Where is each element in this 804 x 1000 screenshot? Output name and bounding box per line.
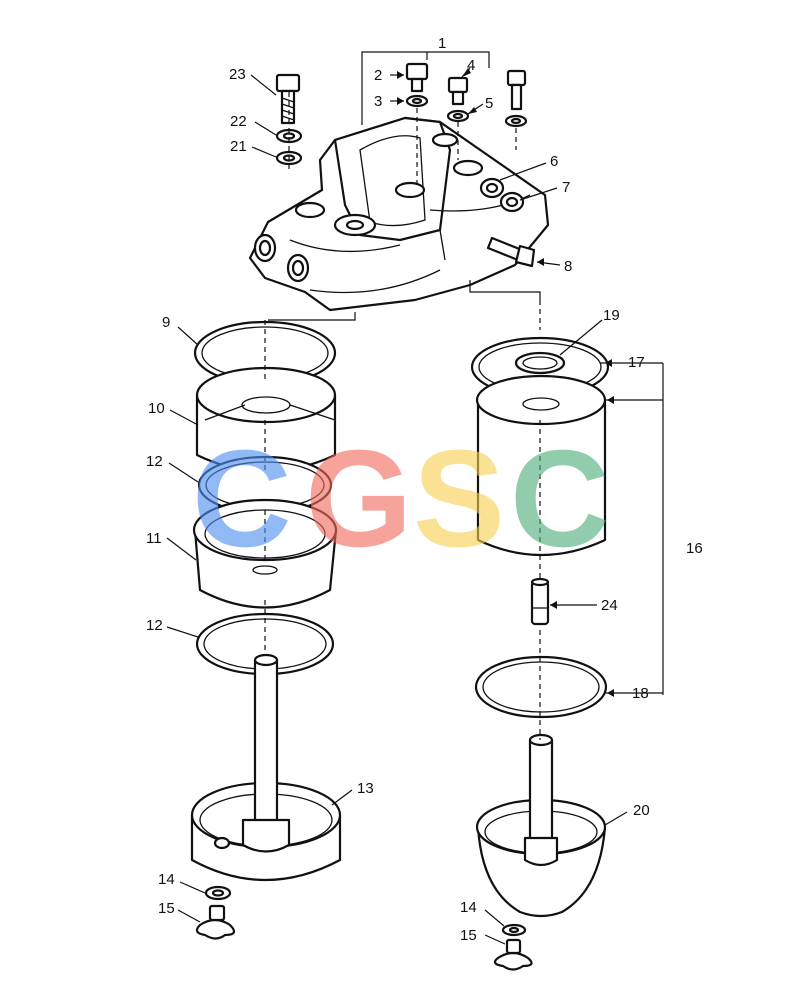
seal-ring-18 <box>474 655 608 719</box>
callout-23: 23 <box>229 66 246 83</box>
callout-6: 6 <box>550 153 558 170</box>
callout-2: 2 <box>374 67 382 84</box>
base-13 <box>190 653 342 881</box>
callout-20: 20 <box>633 802 650 819</box>
watermark-letter-3: S <box>413 422 505 576</box>
base-20 <box>475 733 607 918</box>
washer-14-right <box>501 923 527 937</box>
watermark-letter-4: C <box>510 422 610 576</box>
callout-21: 21 <box>230 138 247 155</box>
washer-5 <box>446 109 470 123</box>
drain-plug-15-left <box>195 904 236 940</box>
leader-arrowheads <box>397 68 614 697</box>
callout-18: 18 <box>632 685 649 702</box>
callout-13: 13 <box>357 780 374 797</box>
bolt-1-extra <box>504 69 528 128</box>
callout-labels: 1 2 3 4 5 6 7 8 9 10 12 11 12 13 14 15 1… <box>146 35 703 944</box>
callout-14-right: 14 <box>460 899 477 916</box>
callout-24: 24 <box>601 597 618 614</box>
callout-12-upper: 12 <box>146 453 163 470</box>
callout-17: 17 <box>628 354 645 371</box>
callout-7: 7 <box>562 179 570 196</box>
callout-11: 11 <box>146 530 162 547</box>
callout-12-lower: 12 <box>146 617 163 634</box>
seal-19 <box>514 351 566 375</box>
callout-19: 19 <box>603 307 620 324</box>
drain-plug-15-right <box>493 938 533 971</box>
watermark-letter-1: C <box>192 422 292 576</box>
filter-element-10 <box>195 366 337 473</box>
filter-head <box>248 116 550 312</box>
bolt-23 <box>275 73 301 125</box>
washer-3 <box>405 94 429 108</box>
cgsc-watermark: C G S C <box>192 422 610 576</box>
callout-3: 3 <box>374 93 382 110</box>
callout-22: 22 <box>230 113 247 130</box>
washer-14-left <box>204 885 232 901</box>
callout-10: 10 <box>148 400 165 417</box>
callout-5: 5 <box>485 95 493 112</box>
bolt-8 <box>486 236 536 268</box>
assembly-lines <box>264 92 541 740</box>
callout-8: 8 <box>564 258 572 275</box>
washer-22 <box>275 128 303 144</box>
callout-4: 4 <box>467 57 475 74</box>
callout-15-left: 15 <box>158 900 175 917</box>
callout-1: 1 <box>438 35 446 52</box>
callout-9: 9 <box>162 314 170 331</box>
bolt-4 <box>447 76 469 106</box>
callout-16: 16 <box>686 540 703 557</box>
bolt-2 <box>405 62 429 93</box>
watermark-letter-2: G <box>305 422 412 576</box>
bleed-tube-24 <box>530 577 550 626</box>
callout-15-right: 15 <box>460 927 477 944</box>
callout-14-left: 14 <box>158 871 175 888</box>
